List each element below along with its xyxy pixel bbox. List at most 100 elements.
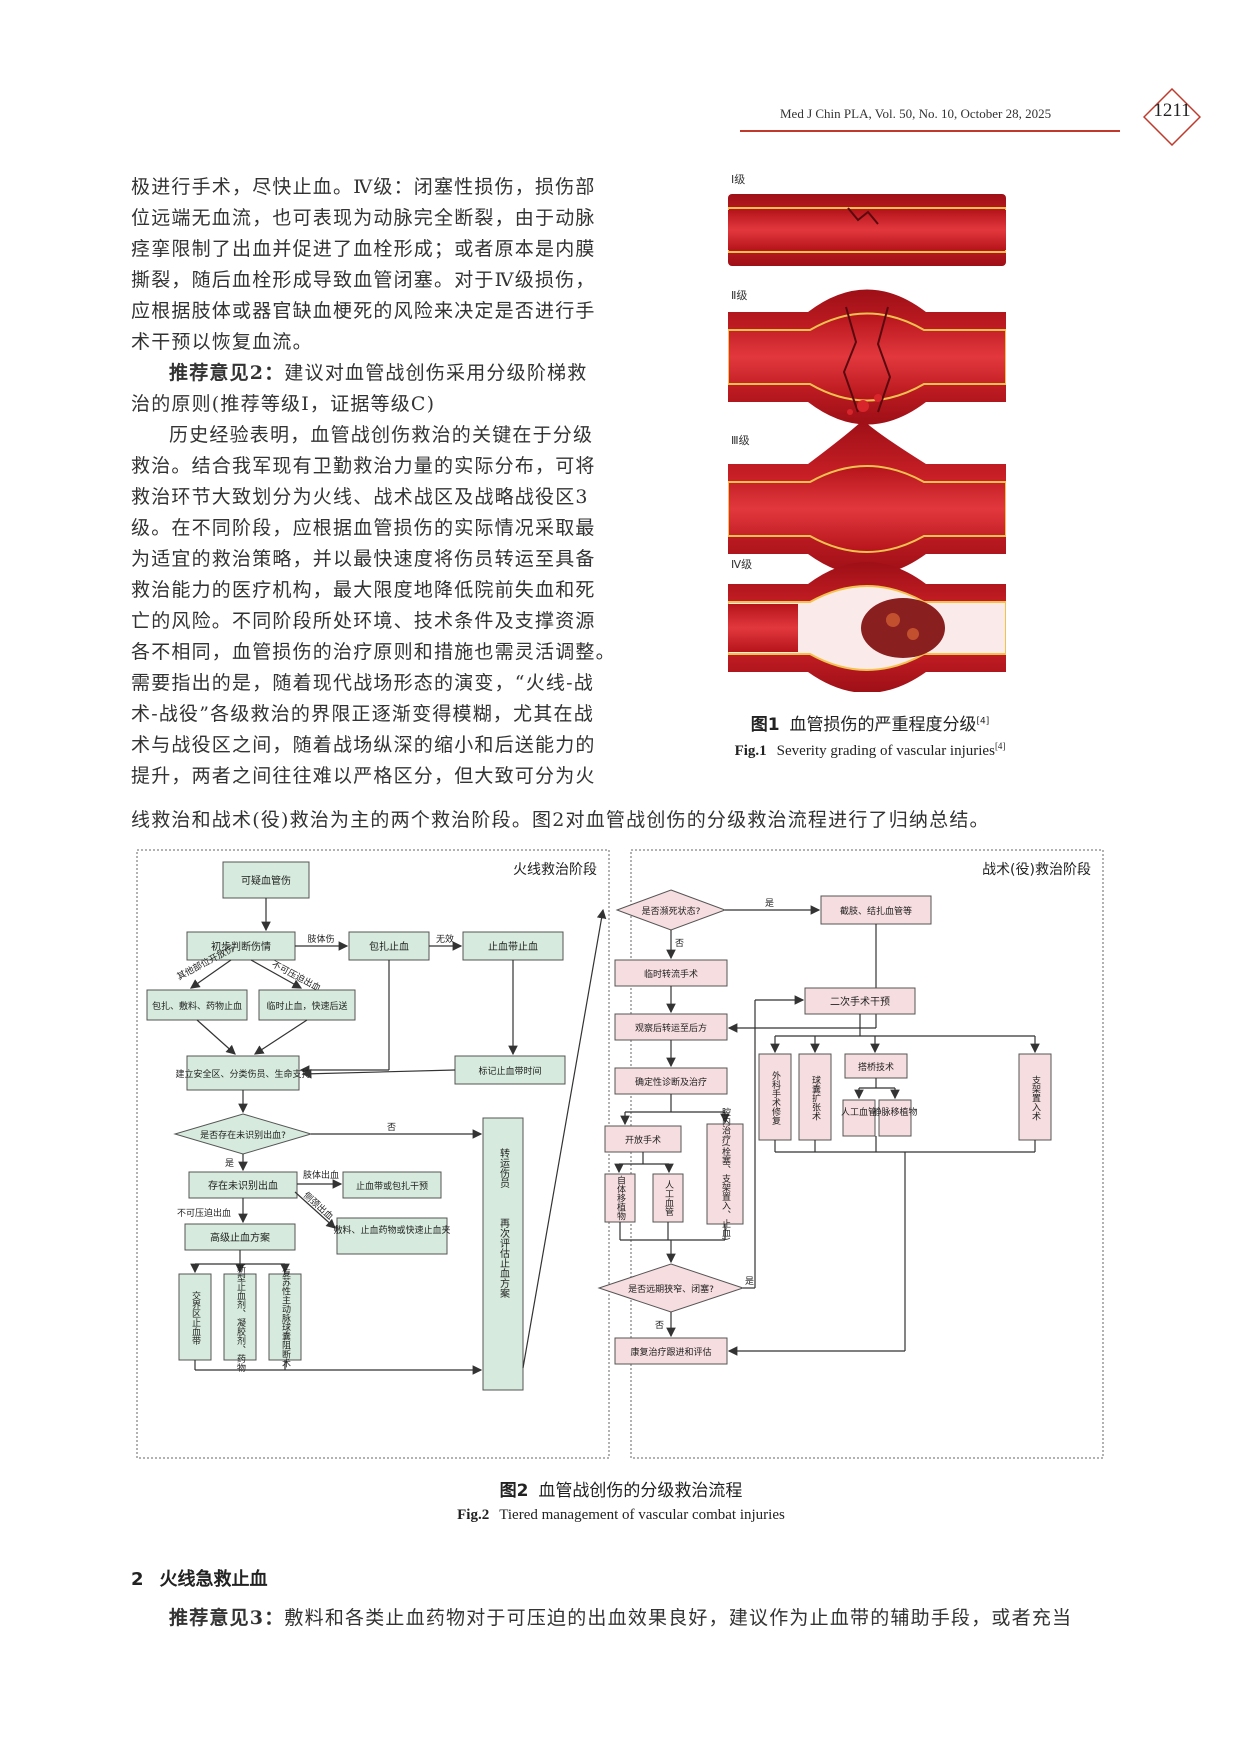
box-definitive [614, 1067, 728, 1095]
box-safe-zone [186, 1055, 300, 1091]
box-initial [186, 931, 296, 961]
label-noncompress2: 不可压迫出血 [177, 1207, 231, 1219]
box-mark-time-label: 标记止血带时间 [478, 1065, 541, 1077]
grade-3-label: Ⅲ级 [731, 434, 750, 447]
body-line: 术干预以恢复血流。 [131, 331, 313, 353]
body-line: 术与战役区之间，随着战场纵深的缩小和后送能力的 [131, 734, 596, 756]
rec2-label: 推荐意见2： [169, 362, 285, 384]
right-stage-title: 战术(役)救治阶段 [982, 862, 1091, 878]
body-line: 术-战役”各级救治的界限正逐渐变得模糊，尤其在战 [131, 703, 594, 725]
box-exist-unid [188, 1171, 298, 1199]
body-line: 位远端无血流，也可表现为动脉完全断裂，由于动脉 [131, 207, 596, 229]
box-rehab [614, 1337, 728, 1365]
box-tourniquet-label: 止血带止血 [488, 940, 538, 953]
box-exist-unid-label: 存在未识别出血 [208, 1179, 278, 1192]
label-limb-injury: 肢体伤 [307, 933, 334, 945]
grade-1-label: Ⅰ级 [731, 173, 745, 186]
rec3-text: 敷料和各类止血药物对于可压迫的出血效果良好，建议作为止血带的辅助手段，或者充当 [284, 1607, 1073, 1629]
box-artificial-label: 人工血管 [663, 1180, 674, 1216]
label-no2: 否 [655, 1320, 664, 1331]
box-transport-label: 转运伤员 [498, 1147, 510, 1189]
box-tq-or-pack-label: 止血带或包扎干预 [356, 1180, 428, 1192]
label-ineffective: 无效 [436, 933, 454, 945]
body-line: 治的原则(推荐等级Ⅰ，证据等级C) [131, 393, 436, 415]
fig1-ref: [4] [976, 716, 990, 727]
label-yes2: 是 [745, 1276, 754, 1287]
box-reboa [268, 1273, 302, 1361]
body-line: 提升，两者之间往往难以严格区分，但大致可分为火 [131, 765, 596, 787]
right-stage-border [630, 849, 1104, 1459]
grade-2-label: Ⅱ级 [731, 289, 747, 302]
box-junctional-label: 交界区止血带 [190, 1290, 201, 1346]
fig1-caption-en-label: Fig.1 [734, 743, 767, 759]
box-temp [258, 989, 356, 1021]
box-bandage-label: 包扎止血 [369, 940, 409, 953]
label-limb-bleed: 肢体出血 [303, 1169, 339, 1181]
grade-4-label: Ⅳ级 [731, 558, 752, 571]
box-balloon [798, 1053, 832, 1141]
box-open-surgery-label: 开放手术 [625, 1134, 661, 1146]
box-amputate-label: 截肢、结扎血管等 [840, 905, 912, 917]
label-no-left: 否 [387, 1122, 396, 1133]
label-yes-right: 是 [765, 898, 774, 909]
box-advanced [184, 1223, 296, 1251]
diamond-stenosis-label: 是否远期狭窄、闭塞? [628, 1283, 714, 1295]
fig2-caption-en-label: Fig.2 [457, 1507, 490, 1523]
box-suspect [222, 861, 310, 899]
fig1-caption-label: 图1 [750, 715, 780, 735]
box-temp-shunt-label: 临时转流手术 [644, 968, 698, 980]
header-rule [740, 130, 1120, 132]
section-title: 火线急救止血 [159, 1569, 268, 1590]
fig2-caption-label: 图2 [499, 1481, 529, 1501]
diamond-unidentified-label: 是否存在未识别出血? [200, 1129, 286, 1141]
body-line: 救治。结合我军现有卫勤救治力量的实际分布，可将 [131, 455, 596, 477]
box-open-surgery [604, 1125, 682, 1153]
box-artificial [652, 1173, 684, 1223]
box-new-agents [223, 1273, 257, 1361]
body-line: 痉挛限制了出血并促进了血栓形成；或者原本是内膜 [131, 238, 596, 260]
box-surgical-repair [758, 1053, 792, 1141]
box-art-vessel [842, 1099, 876, 1137]
box-autologous-label: 自体移植物 [615, 1174, 626, 1221]
body-line: 各不相同，血管损伤的治疗原则和措施也需灵活调整。 [131, 641, 616, 663]
box-advanced-label: 高级止血方案 [210, 1231, 270, 1244]
box-endo-label: 腔内治疗(栓塞、支架置入、止血) [720, 1106, 731, 1240]
rec2-text: 建议对血管战创伤采用分级阶梯救 [284, 362, 588, 384]
recommendation-3: 推荐意见3：敷料和各类止血药物对于可压迫的出血效果良好，建议作为止血带的辅助手段… [131, 1603, 1131, 1634]
box-art-vessel-label: 人工血管 [841, 1106, 877, 1118]
box-vein-graft [878, 1099, 912, 1137]
body-line: 撕裂，随后血栓形成导致血管闭塞。对于Ⅳ级损伤， [131, 269, 596, 291]
page-number-diamond [1143, 88, 1201, 146]
box-bypass [844, 1053, 908, 1079]
body-line: 需要指出的是，随着现代战场形态的演变，“火线-战 [131, 672, 594, 694]
fig1-vessel-illustration: Ⅰ级 Ⅱ级 Ⅲ级 Ⅳ级 [728, 173, 1006, 692]
body-line: 救治环节大致划分为火线、战术战区及战略战役区3 [131, 486, 589, 508]
box-pack [146, 989, 248, 1021]
box-bypass-label: 搭桥技术 [858, 1061, 894, 1073]
box-tq-or-pack [342, 1171, 442, 1199]
box-stent-label: 支架置入术 [1030, 1074, 1041, 1121]
body-line: 极进行手术，尽快止血。Ⅳ级：闭塞性损伤，损伤部 [131, 176, 596, 198]
rec3-label: 推荐意见3： [169, 1607, 285, 1629]
body-line: 为适宜的救治策略，并以最快速度将伤员转运至具备 [131, 548, 596, 570]
box-safe-zone-label: 建立安全区、分类伤员、生命支持 [175, 1068, 310, 1080]
label-lateral: 侧颈出血 [301, 1189, 336, 1222]
box-surgical-repair-label: 外科手术修复 [770, 1070, 781, 1126]
journal-header: Med J Chin PLA, Vol. 50, No. 10, October… [780, 106, 1052, 121]
thrombus [861, 598, 945, 658]
left-stage-border [136, 849, 610, 1459]
label-noncompress: 不可压迫出血 [270, 958, 323, 994]
box-reassess-label: 再次评估止血方案 [498, 1218, 510, 1299]
box-vein-graft-label: 静脉移植物 [872, 1106, 917, 1118]
fig1-caption-en: Severity grading of vascular injuries [776, 743, 995, 759]
box-secondary-label: 二次手术干预 [830, 995, 890, 1008]
body-line-full: 线救治和战术(役)救治为主的两个救治阶段。图2对血管战创伤的分级救治流程进行了归… [131, 809, 990, 831]
box-stent [1018, 1053, 1052, 1141]
box-junctional [178, 1273, 212, 1361]
box-transport [482, 1117, 524, 1391]
box-tourniquet [462, 931, 564, 961]
fig1-caption-zh: 血管损伤的严重程度分级 [789, 715, 977, 735]
box-mark-time [454, 1055, 566, 1085]
box-suspect-label: 可疑血管伤 [241, 874, 291, 887]
